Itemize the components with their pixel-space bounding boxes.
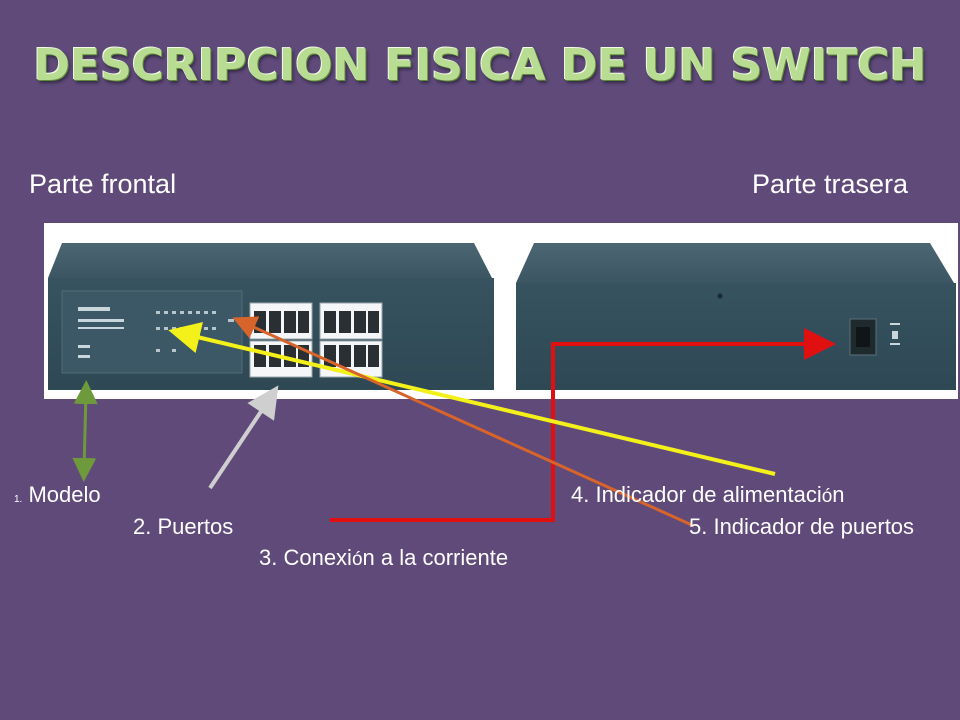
callout-modelo: 1. Modelo [14, 482, 101, 508]
brand-logo [78, 307, 124, 358]
callout-conexion-corriente: 3. Conexión a la corriente [259, 545, 508, 571]
switch-front-top [48, 243, 492, 278]
switch-front-label-panel [61, 290, 243, 374]
callout-modelo-text: Modelo [28, 482, 101, 507]
callout-indicador-alimentacion-a: 4. Indicador de alimentaci [571, 482, 822, 507]
callout-conexion-corriente-a: 3. Conexi [259, 545, 352, 570]
arrow-conexion-corriente [330, 328, 836, 522]
callout-conexion-corriente-b: ó [351, 549, 363, 570]
callout-indicador-puertos: 5. Indicador de puertos [689, 514, 915, 539]
callout-indicador-alimentacion-b: ó [821, 486, 833, 507]
front-label: Parte frontal [29, 169, 177, 199]
switch-back-screw [717, 293, 723, 299]
callout-conexion-corriente-c: n a la corriente [362, 545, 509, 570]
callout-puertos: 2. Puertos [133, 514, 234, 539]
arrow-puertos [208, 385, 279, 490]
callout-indicador-alimentacion-c: n [832, 482, 845, 507]
switch-back [516, 243, 956, 390]
arrow-modelo [72, 380, 98, 482]
back-label: Parte trasera [752, 169, 909, 199]
switch-photo [44, 223, 958, 399]
callout-indicador-alimentacion: 4. Indicador de alimentación [571, 482, 845, 508]
arrow-indicador-alimentacion [168, 321, 776, 476]
switch-illustration [48, 243, 956, 390]
switch-back-face [516, 283, 956, 390]
power-symbol [890, 323, 900, 345]
arrow-indicador-puertos [232, 316, 695, 528]
switch-front [48, 243, 494, 390]
callout-modelo-number: 1. [14, 494, 23, 505]
switch-back-top [516, 243, 954, 283]
slide-title: DESCRIPCION FISICA DE UN SWITCH [33, 40, 927, 91]
